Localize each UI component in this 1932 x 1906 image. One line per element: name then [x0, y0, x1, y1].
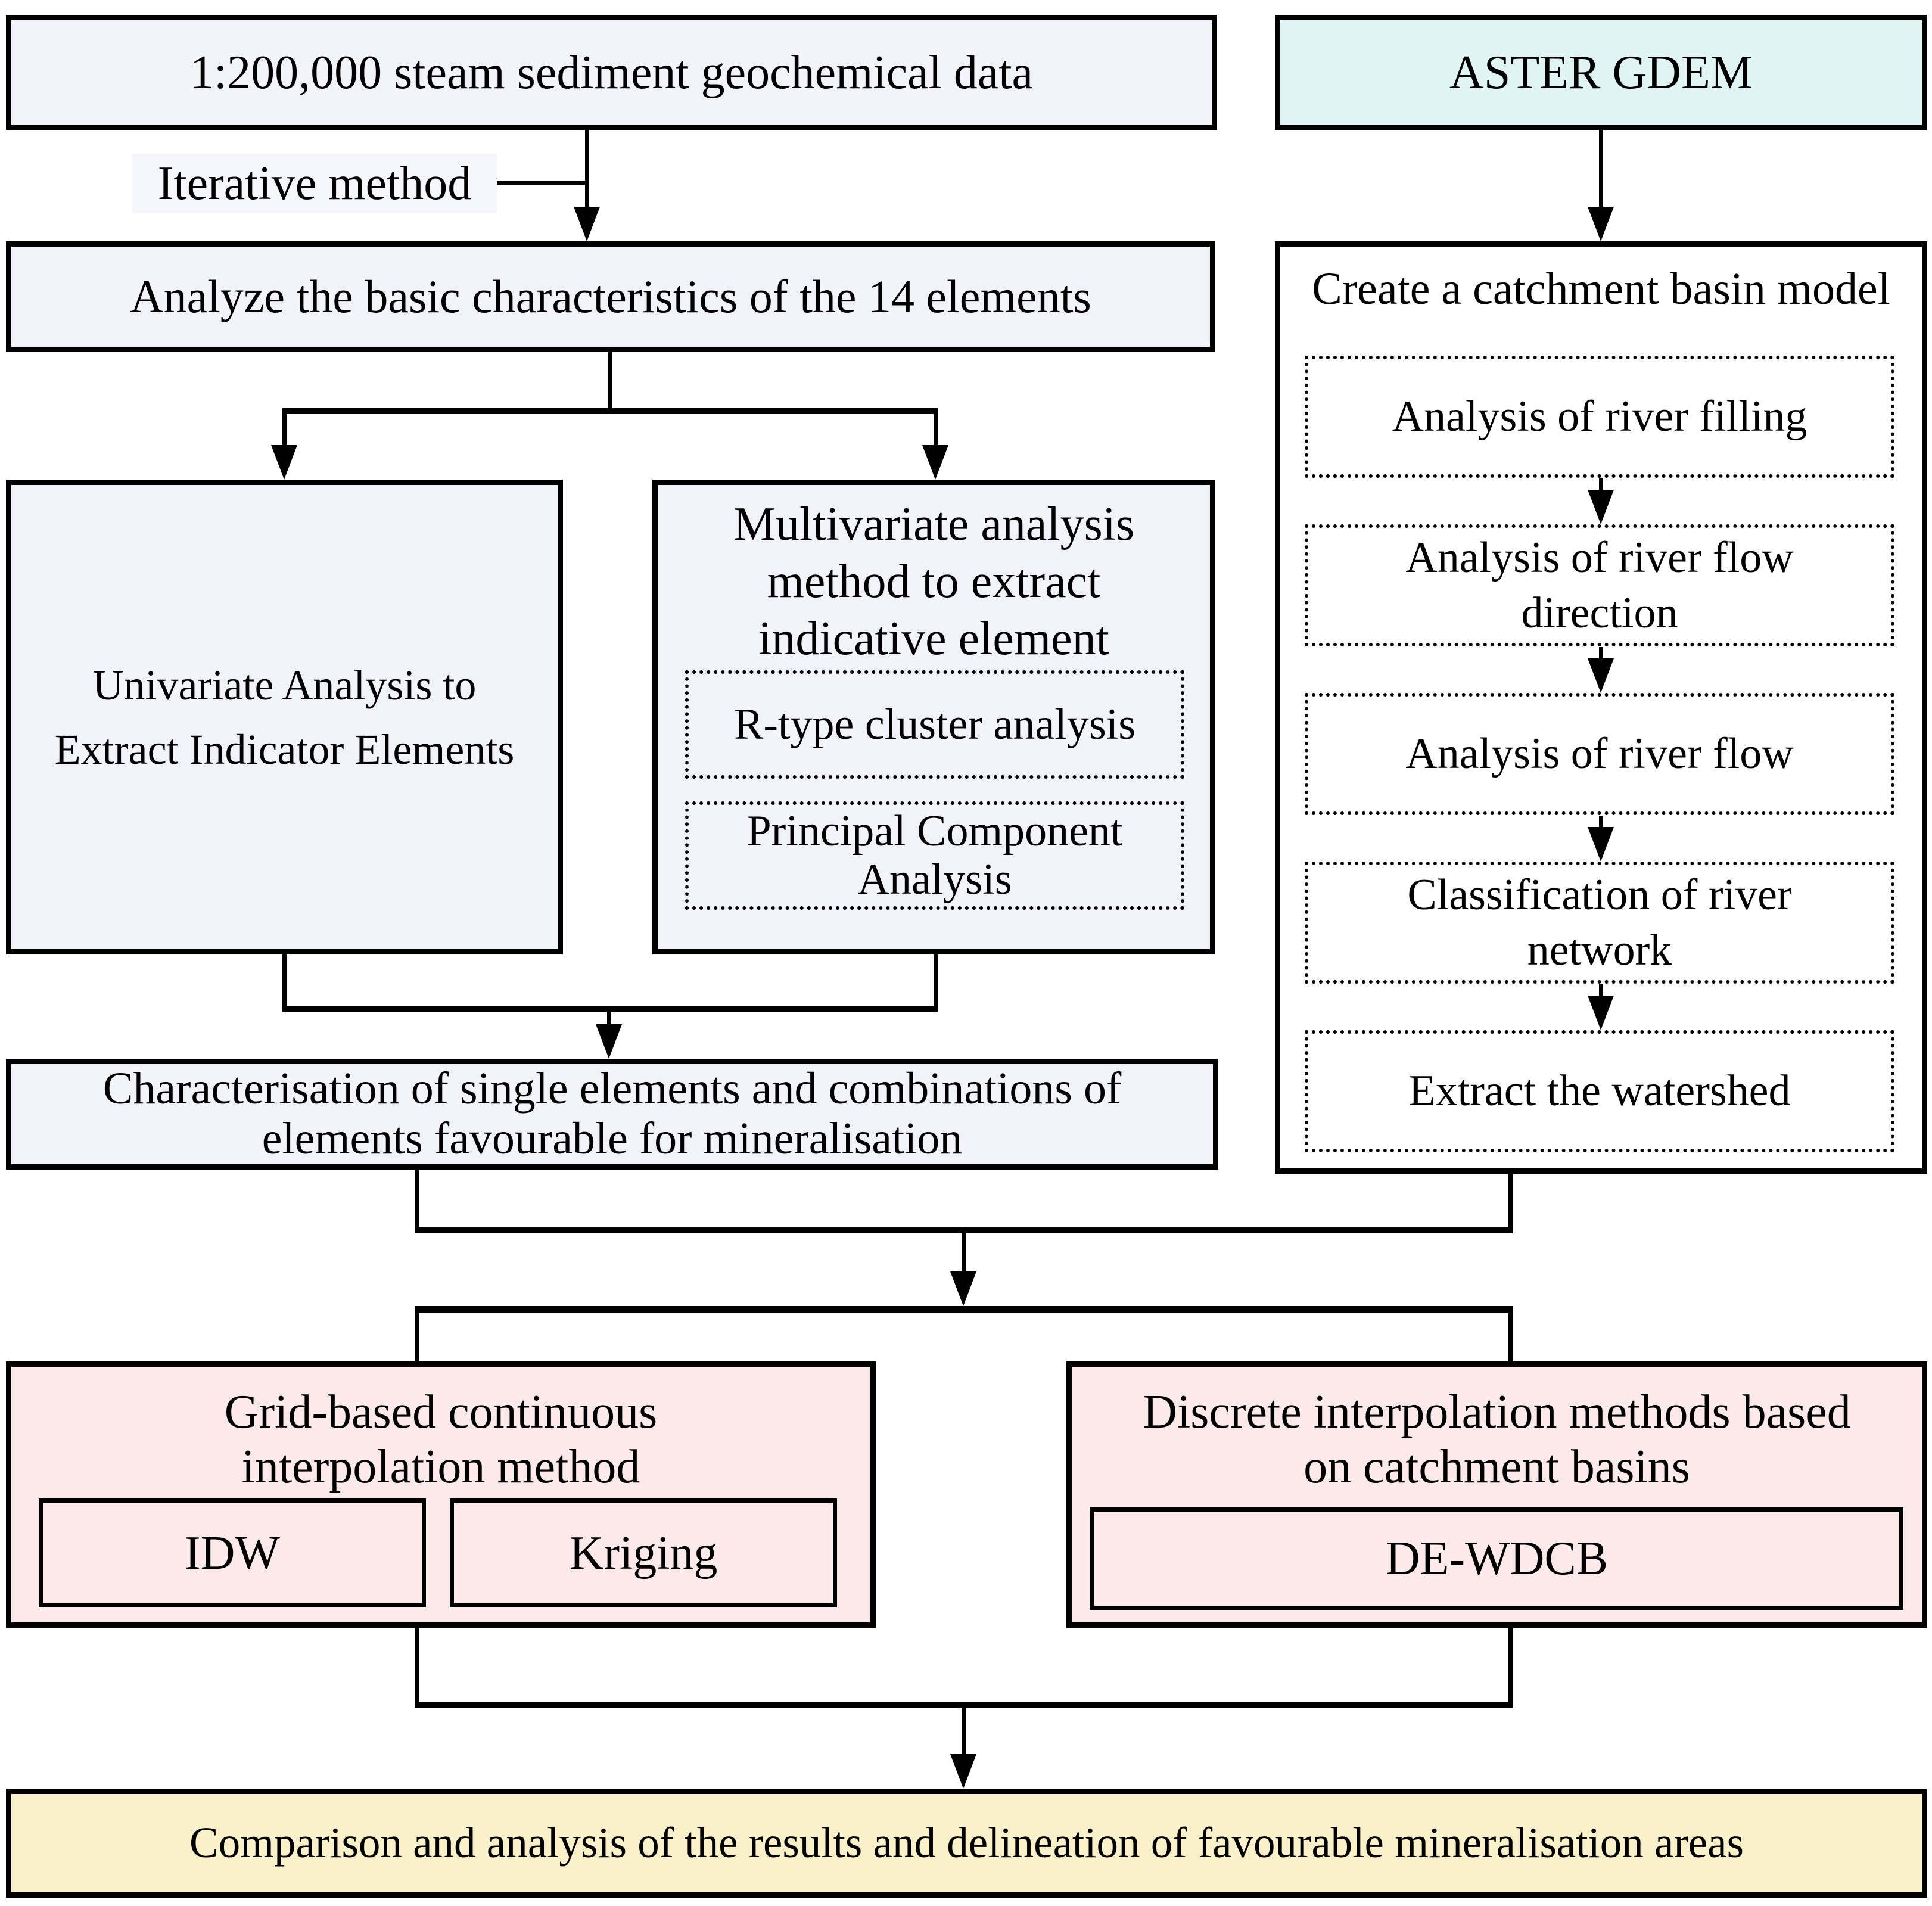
edge-merge-bar [415, 1227, 1513, 1233]
node-river-flow-direction: Analysis of river flow direction [1305, 524, 1894, 646]
node-univariate-analysis: Univariate Analysis to Extract Indicator… [6, 480, 563, 954]
edge-discrete-down-line [1508, 1627, 1513, 1705]
edge-streamdata-analyze-line [585, 130, 589, 207]
edge-catchment-down-line [1508, 1173, 1513, 1232]
edge-split2-gridbased-line [415, 1313, 419, 1364]
edge-merge-center-arrowhead [950, 1271, 976, 1306]
edge-split-univariate-line [282, 414, 287, 447]
edge-split-univariate-arrowhead [271, 445, 297, 480]
node-characterisation: Characterisation of single elements and … [6, 1059, 1218, 1170]
node-discrete-interpolation-title: Discrete interpolation methods based on … [1143, 1386, 1851, 1493]
node-de-wdcb: DE-WDCB [1090, 1507, 1903, 1610]
edge-filling-flowdirection-line [1599, 478, 1603, 493]
edge-flowdirection-flow-arrowhead [1588, 658, 1614, 693]
edge-iterative-tick-line [497, 181, 586, 185]
node-comparison-result: Comparison and analysis of the results a… [6, 1789, 1927, 1898]
edge-analyze-split-stem [608, 352, 612, 409]
edge-join-characterisation-arrowhead [596, 1024, 622, 1059]
edge-split2-bar [415, 1306, 1513, 1313]
edge-streamdata-analyze-arrowhead [574, 207, 600, 241]
node-r-type-cluster: R-type cluster analysis [685, 670, 1184, 779]
node-multivariate-analysis-title: Multivariate analysis method to extract … [733, 498, 1135, 665]
edge-aster-catchment-line [1599, 130, 1603, 207]
edge-analyze-split-bar [282, 408, 938, 414]
node-catchment-basin-model-title: Create a catchment basin model [1312, 264, 1890, 314]
edge-flow-network-arrowhead [1588, 827, 1614, 862]
edge-filling-flowdirection-arrowhead [1588, 490, 1614, 524]
node-river-network-classification: Classification of river network [1305, 862, 1894, 984]
edge-split2-discrete-line [1508, 1313, 1513, 1364]
edge-split-multivariate-line [934, 414, 938, 447]
node-aster-gdem: ASTER GDEM [1275, 15, 1927, 130]
edge-merge-center-stem [962, 1233, 966, 1274]
edge-gridbased-down-line [415, 1627, 419, 1705]
node-principal-component-analysis: Principal Component Analysis [685, 801, 1184, 910]
node-idw: IDW [39, 1498, 426, 1607]
edge-network-watershed-line [1599, 984, 1603, 999]
node-grid-based-interpolation-title: Grid-based continuous interpolation meth… [224, 1386, 658, 1493]
edge-aster-catchment-arrowhead [1588, 207, 1614, 241]
edge-flow-network-line [1599, 816, 1603, 830]
edge-network-watershed-arrowhead [1588, 996, 1614, 1030]
node-stream-sediment-data: 1:200,000 steam sediment geochemical dat… [6, 15, 1217, 130]
node-river-filling: Analysis of river filling [1305, 356, 1894, 478]
edge-characterisation-down-line [415, 1168, 419, 1232]
edge-final-merge-bar [415, 1702, 1513, 1708]
edge-split-multivariate-arrowhead [922, 445, 948, 480]
edge-final-stem [962, 1708, 966, 1756]
edge-join-characterisation-stem [607, 1012, 611, 1027]
edge-univariate-join-line [282, 954, 287, 1009]
edge-flowdirection-flow-line [1599, 647, 1603, 661]
node-analyze-14-elements: Analyze the basic characteristics of the… [6, 241, 1215, 352]
edge-multivariate-join-line [934, 954, 938, 1009]
node-kriging: Kriging [450, 1498, 837, 1607]
edge-final-arrowhead [950, 1754, 976, 1789]
node-extract-watershed: Extract the watershed [1305, 1030, 1894, 1152]
label-iterative-method: Iterative method [132, 154, 497, 213]
edge-join-bar [282, 1006, 938, 1012]
node-river-flow: Analysis of river flow [1305, 693, 1894, 815]
node-multivariate-analysis: Multivariate analysis method to extract … [652, 480, 1215, 954]
